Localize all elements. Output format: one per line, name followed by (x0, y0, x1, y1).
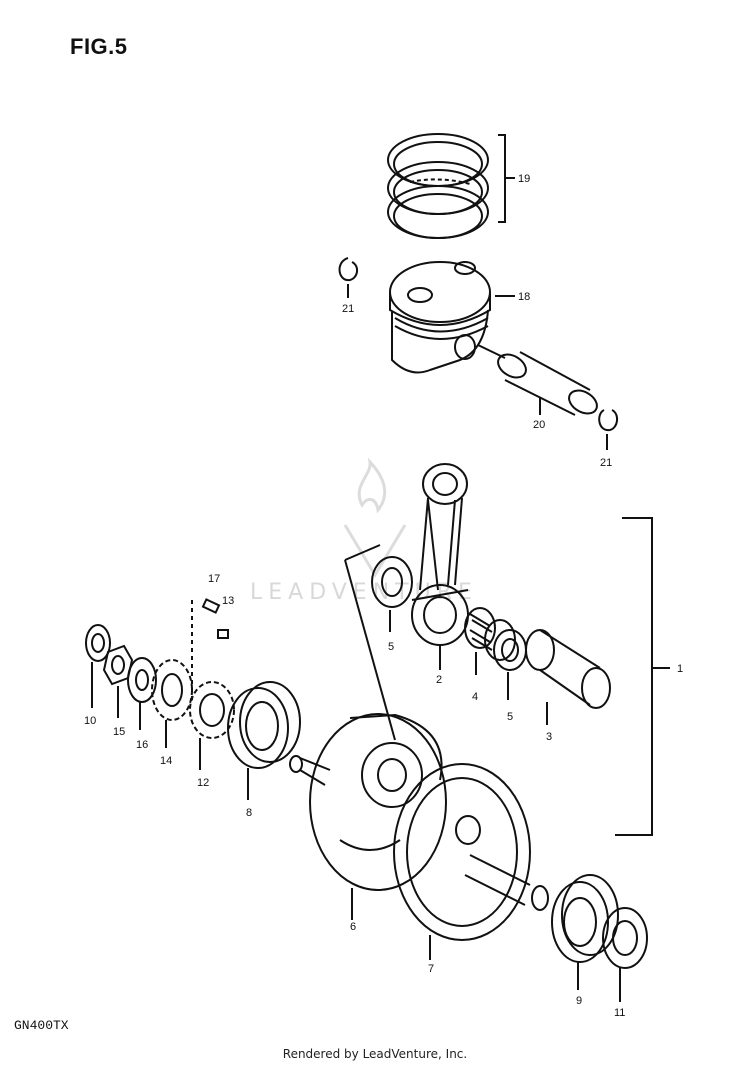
ref-label-6: 6 (350, 921, 356, 933)
washer-16 (127, 657, 157, 730)
piston-rings (387, 133, 489, 239)
ref-label-5: 5 (507, 711, 513, 723)
ref-label-9: 9 (576, 995, 582, 1007)
key-13 (217, 629, 229, 639)
ref-label-3: 3 (546, 731, 552, 743)
ref-label-18: 18 (518, 291, 530, 303)
ref-label-13: 13 (222, 595, 234, 607)
ref-label-5: 5 (388, 641, 394, 653)
ref-label-17: 17 (208, 573, 220, 585)
ref-label-15: 15 (113, 726, 125, 738)
needle-bearing (464, 607, 516, 675)
piston (389, 261, 515, 374)
ref-label-2: 2 (436, 674, 442, 686)
footer-credit: Rendered by LeadVenture, Inc. (282, 1047, 468, 1061)
gear-14 (151, 659, 193, 748)
ref-label-8: 8 (246, 807, 252, 819)
crank-web-right (393, 763, 549, 960)
oil-seal-left (85, 624, 111, 708)
ref-label-14: 14 (160, 755, 172, 767)
ref-label-4: 4 (472, 691, 478, 703)
ref-label-16: 16 (136, 739, 148, 751)
ref-label-7: 7 (428, 963, 434, 975)
nut-15 (102, 644, 134, 718)
watermark-text: LEADVENTURE (250, 580, 478, 605)
ref-label-21: 21 (342, 303, 354, 315)
circlip-lower (598, 409, 618, 432)
watermark-logo (343, 457, 407, 578)
ref-label-20: 20 (533, 419, 545, 431)
bracket-1 (615, 517, 653, 836)
piston-pin (477, 344, 598, 416)
primary-gear (189, 681, 235, 770)
circlip-upper (338, 257, 358, 282)
model-code: GN400TX (14, 1018, 69, 1033)
crank-pin (525, 629, 611, 725)
bearing-right (551, 874, 619, 990)
thrust-washer-left (371, 556, 413, 632)
ref-label-19: 19 (518, 173, 530, 185)
oil-seal-right (602, 907, 648, 1002)
figure-title: FIG.5 (70, 34, 128, 59)
ref-label-1: 1 (677, 663, 683, 675)
ref-label-12: 12 (197, 777, 209, 789)
crank-web-left (289, 544, 447, 920)
ref-label-11: 11 (614, 1007, 625, 1019)
key-17 (201, 598, 221, 614)
ref-label-21: 21 (600, 457, 612, 469)
ref-label-10: 10 (84, 715, 96, 727)
